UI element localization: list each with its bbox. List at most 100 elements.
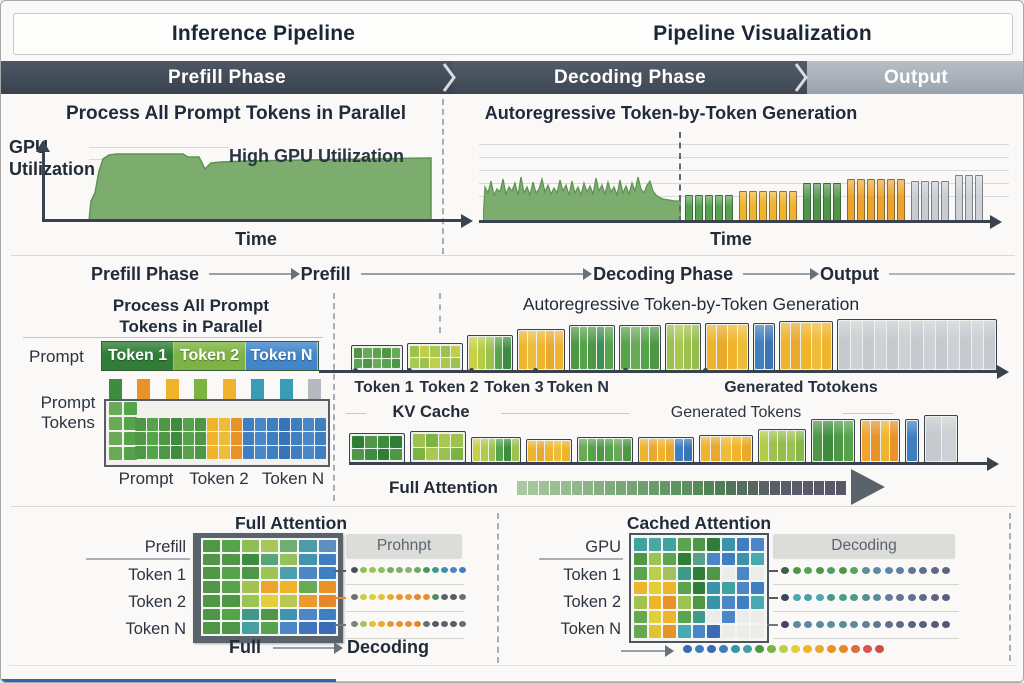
matrix-cell — [751, 581, 764, 595]
grid-cell — [382, 348, 391, 358]
token-bar — [923, 321, 935, 369]
section-divider — [11, 506, 1015, 507]
grid-cell — [420, 346, 430, 357]
dot — [459, 567, 466, 573]
matrix-cell — [663, 581, 676, 595]
token-bar — [640, 327, 650, 369]
phase-decoding-label: Decoding Phase — [553, 66, 707, 88]
dot — [804, 567, 812, 574]
phase-prefill: Prefill Phase — [1, 61, 453, 94]
matrix-cell — [299, 622, 317, 634]
grid-cell — [291, 418, 302, 431]
gridline — [89, 147, 229, 148]
phase-banner: Prefill Phase Decoding Phase Output — [1, 61, 1023, 94]
token-bar — [488, 439, 496, 461]
grid-cell — [243, 432, 254, 445]
matrix-cell — [299, 608, 317, 621]
gradient-square — [814, 481, 824, 495]
token-bar — [717, 325, 727, 369]
token-bar — [553, 441, 562, 461]
dot — [405, 594, 412, 600]
flow-output: Output — [819, 263, 879, 284]
token-block — [705, 323, 749, 371]
token-block — [410, 431, 466, 463]
matrix-cell — [241, 608, 259, 621]
token-bar — [983, 321, 996, 369]
gradient-square — [649, 481, 659, 495]
time-label-left: Time — [235, 229, 277, 249]
token-bar — [760, 431, 768, 461]
token-bar — [871, 421, 880, 461]
flow-arrow-icon — [209, 268, 300, 280]
dot — [695, 645, 704, 653]
flow-arrow-icon — [360, 268, 593, 280]
matrix-cell — [260, 581, 279, 593]
matrix-cell — [318, 553, 336, 566]
matrix-cell — [751, 552, 764, 566]
token-bar — [503, 337, 511, 369]
token-bar — [562, 441, 570, 461]
token-bar — [657, 439, 666, 461]
matrix-cell — [260, 553, 279, 566]
grid-label-tokenN: Token N — [261, 469, 325, 488]
matrix-cell — [707, 581, 720, 595]
matrix-cell — [241, 567, 259, 580]
dot — [405, 621, 412, 627]
dot — [683, 645, 692, 653]
matrix-cell — [736, 581, 750, 595]
gradient-square — [825, 481, 835, 495]
dot — [423, 594, 430, 600]
token-bar — [555, 331, 563, 369]
grid-cell — [183, 446, 194, 459]
token-bar — [648, 439, 657, 461]
connector — [767, 597, 778, 599]
dot — [459, 594, 466, 600]
grid-cell — [135, 446, 146, 459]
matrix-cell — [678, 596, 691, 609]
kv-cache-strip — [349, 415, 1004, 463]
x-axis-right — [479, 220, 991, 223]
grid-cell — [219, 432, 230, 445]
token-bar — [778, 431, 786, 461]
token-bar — [684, 439, 692, 461]
gradient-square — [660, 481, 670, 495]
kv-strip-axis — [349, 462, 989, 465]
grid-cell — [315, 446, 326, 459]
phase-prefill-label: Prefill Phase — [168, 66, 286, 88]
grid-cell — [363, 348, 372, 358]
grid-cell — [410, 346, 420, 357]
chart-bar — [897, 179, 905, 221]
grid-cell — [135, 418, 146, 431]
matrix-cell — [751, 625, 764, 638]
dot — [873, 621, 881, 628]
dot — [896, 567, 904, 574]
token-bar — [528, 441, 536, 461]
matrix-cell — [260, 594, 279, 607]
matrix-cell — [203, 622, 221, 634]
gradient-square — [517, 481, 527, 495]
decode-token-bars — [685, 132, 1005, 221]
matrix-cell — [736, 625, 750, 638]
phase-decoding: Decoding Phase — [453, 61, 807, 94]
dot — [838, 594, 847, 601]
token-bar — [519, 331, 527, 369]
dot — [369, 621, 376, 627]
full-attention-title: Full Attention — [234, 513, 348, 533]
token-block — [351, 345, 403, 371]
bottom-gray-accent — [336, 681, 1023, 682]
grid-cell — [267, 432, 278, 445]
grid-cell — [410, 357, 420, 368]
matrix-cell — [692, 567, 706, 580]
token-bar — [683, 325, 691, 369]
token-bar — [796, 431, 804, 461]
grid-cell — [291, 432, 302, 445]
dot — [791, 645, 800, 653]
token-bar — [764, 325, 773, 369]
grid-label-prompt: Prompt — [118, 469, 174, 488]
chart-bar — [725, 195, 733, 221]
phase-transition-dashline — [679, 132, 681, 222]
dot — [861, 567, 870, 574]
chart-bar — [975, 175, 983, 221]
grid-cell — [207, 418, 218, 431]
connector — [335, 597, 346, 599]
